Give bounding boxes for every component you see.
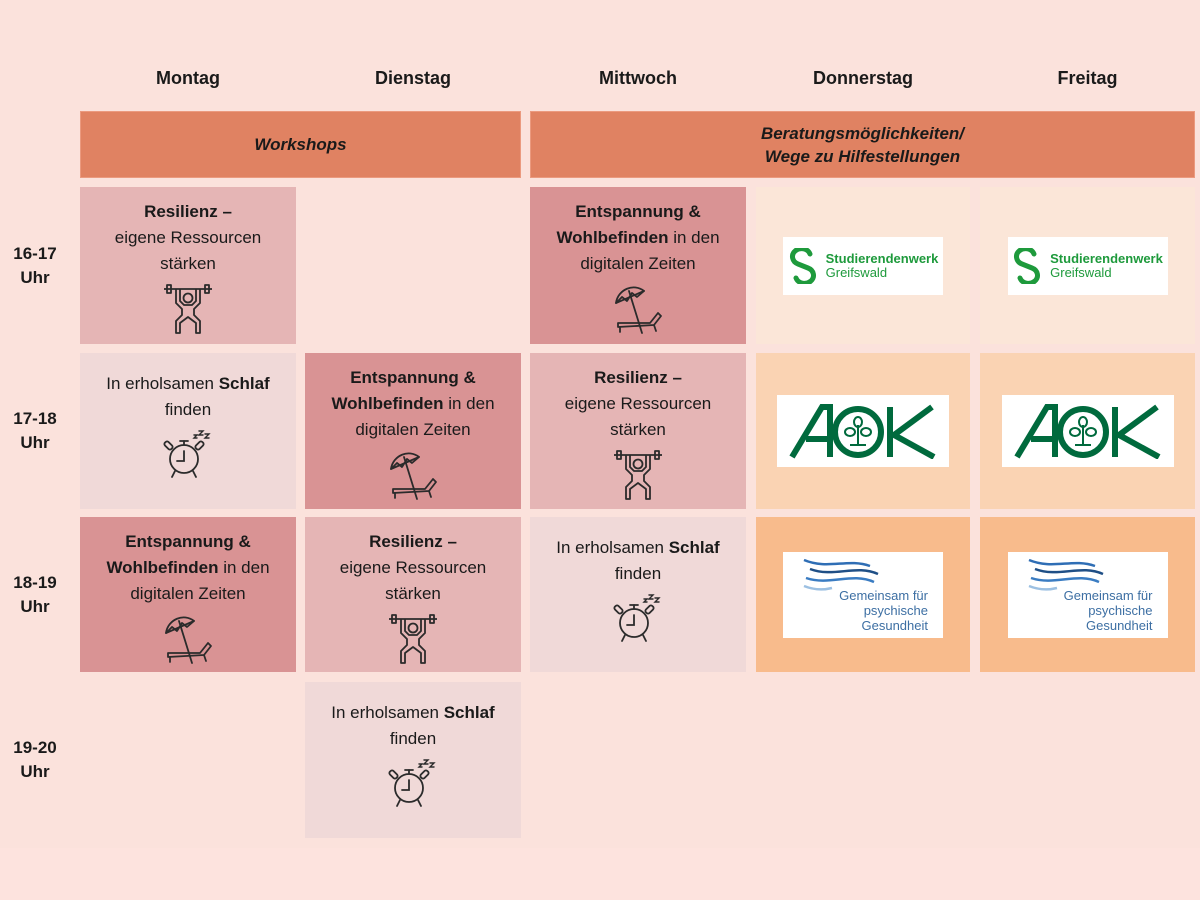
day-header-freitag: Freitag — [1057, 68, 1118, 88]
aok-logo-icon — [789, 404, 936, 459]
studierendenwerk-city: Greifswald — [1050, 264, 1112, 280]
time-label-16-17: 16-17 Uhr — [0, 242, 70, 290]
beratung-band-line2: Wege zu Hilfestellungen — [764, 146, 961, 166]
beach-umbrella-lounger-icon — [615, 286, 662, 334]
day-header-montag: Montag — [156, 68, 220, 88]
gfp-text: Gemeinsam für psychische Gesundheit — [798, 588, 928, 633]
workshops-band-label: Workshops — [254, 135, 347, 154]
aok-logo-icon — [1013, 404, 1160, 459]
partner-cell-aok-donnerstag — [756, 353, 970, 509]
studierendenwerk-logo: Studierendenwerk Greifswald — [1007, 236, 1168, 295]
partner-cell-studierendenwerk-freitag: Studierendenwerk Greifswald — [980, 187, 1195, 344]
workshop-subtitle: digitalen Zeiten — [580, 254, 696, 273]
weightlifter-icon — [389, 614, 437, 664]
beach-umbrella-lounger-icon — [390, 452, 437, 500]
workshop-subtitle-2: stärken — [160, 254, 216, 273]
day-header-dienstag: Dienstag — [374, 68, 452, 88]
workshop-title: In erholsamen Schlaf — [331, 703, 495, 722]
partner-cell-studierendenwerk-donnerstag: Studierendenwerk Greifswald — [756, 187, 970, 344]
time-label-19-20: 19-20 Uhr — [0, 736, 70, 784]
workshops-band: Workshops — [80, 111, 521, 178]
beratung-band: Beratungsmöglichkeiten/ Wege zu Hilfeste… — [530, 111, 1195, 178]
studierendenwerk-city: Greifswald — [825, 264, 888, 280]
workshop-title: In erholsamen Schlaf — [556, 538, 720, 557]
workshop-subtitle: finden — [164, 400, 212, 419]
alarm-clock-sleep-icon — [388, 759, 436, 807]
workshop-cell-resilienz-montag: Resilienz – eigene Ressourcen stärken — [80, 187, 296, 344]
time-range: 18-19 — [13, 573, 57, 592]
time-range: 16-17 — [13, 244, 57, 263]
studierendenwerk-name: Studierendenwerk — [825, 250, 939, 266]
time-range: 17-18 — [13, 409, 57, 428]
day-header-mittwoch: Mittwoch — [599, 68, 677, 88]
aok-logo — [1001, 395, 1174, 467]
workshop-title-2: Wohlbefinden in den — [106, 558, 270, 577]
alarm-clock-sleep-icon — [163, 430, 211, 478]
gfp-text: Gemeinsam für psychische Gesundheit — [1023, 588, 1153, 633]
day-header-donnerstag: Donnerstag — [812, 68, 913, 88]
workshop-subtitle: digitalen Zeiten — [130, 584, 246, 603]
studierendenwerk-logo: Studierendenwerk Greifswald — [783, 236, 943, 295]
workshop-title: Resilienz – — [144, 202, 232, 221]
weightlifter-icon — [614, 450, 662, 500]
gfp-line2: psychische Gesundheit — [1086, 603, 1153, 633]
workshop-subtitle: eigene Ressourcen — [339, 558, 487, 577]
waves-icon — [803, 558, 879, 591]
studierendenwerk-s-icon — [1014, 247, 1041, 284]
workshop-title-2: Wohlbefinden in den — [556, 228, 720, 247]
workshop-title: In erholsamen Schlaf — [106, 374, 270, 393]
aok-logo — [777, 395, 949, 467]
time-unit: Uhr — [20, 268, 50, 287]
beach-umbrella-lounger-icon — [165, 616, 212, 664]
workshop-subtitle: digitalen Zeiten — [355, 420, 471, 439]
weightlifter-icon — [164, 284, 212, 334]
partner-cell-gfp-freitag: Gemeinsam für psychische Gesundheit — [980, 517, 1195, 672]
partner-cell-aok-freitag — [980, 353, 1195, 509]
workshop-subtitle-2: stärken — [610, 420, 666, 439]
gfp-line1: Gemeinsam für — [1063, 588, 1153, 603]
workshop-title: Entspannung & — [125, 532, 251, 551]
workshop-cell-schlaf-mittwoch: In erholsamen Schlaf finden — [530, 517, 746, 672]
workshop-cell-entspannung-montag: Entspannung & Wohlbefinden in den digita… — [80, 517, 296, 672]
workshop-title-2: Wohlbefinden in den — [331, 394, 495, 413]
beratung-band-line1: Beratungsmöglichkeiten/ — [760, 123, 965, 143]
workshop-cell-entspannung-dienstag: Entspannung & Wohlbefinden in den digita… — [305, 353, 521, 509]
workshop-subtitle-2: stärken — [385, 584, 441, 603]
workshop-subtitle: finden — [614, 564, 662, 583]
workshop-cell-resilienz-dienstag: Resilienz – eigene Ressourcen stärken — [305, 517, 521, 672]
workshop-subtitle: finden — [389, 729, 437, 748]
partner-cell-gfp-donnerstag: Gemeinsam für psychische Gesundheit — [756, 517, 970, 672]
time-unit: Uhr — [20, 762, 50, 781]
workshop-title: Entspannung & — [350, 368, 476, 387]
time-label-17-18: 17-18 Uhr — [0, 407, 70, 455]
waves-icon — [1028, 558, 1104, 591]
workshop-cell-entspannung-mittwoch: Entspannung & Wohlbefinden in den digita… — [530, 187, 746, 344]
workshop-title: Resilienz – — [369, 532, 457, 551]
time-range: 19-20 — [13, 738, 57, 757]
schedule-slide: Montag Dienstag Mittwoch Donnerstag Frei… — [0, 68, 1195, 838]
gemeinsam-psychische-gesundheit-logo: Gemeinsam für psychische Gesundheit — [783, 551, 943, 638]
gemeinsam-psychische-gesundheit-logo: Gemeinsam für psychische Gesundheit — [1007, 551, 1168, 638]
studierendenwerk-s-icon — [789, 247, 816, 284]
workshop-title: Resilienz – — [594, 368, 682, 387]
studierendenwerk-text: Studierendenwerk Greifswald — [825, 250, 939, 280]
workshop-cell-schlaf-dienstag: In erholsamen Schlaf finden — [305, 682, 521, 838]
studierendenwerk-text: Studierendenwerk Greifswald — [1050, 250, 1163, 280]
time-unit: Uhr — [20, 597, 50, 616]
time-label-18-19: 18-19 Uhr — [0, 571, 70, 619]
gfp-line2: psychische Gesundheit — [861, 603, 929, 633]
gfp-line1: Gemeinsam für — [839, 588, 928, 603]
time-unit: Uhr — [20, 433, 50, 452]
workshop-subtitle: eigene Ressourcen — [114, 228, 262, 247]
alarm-clock-sleep-icon — [613, 594, 661, 642]
workshop-cell-schlaf-montag: In erholsamen Schlaf finden — [80, 353, 296, 509]
workshop-cell-resilienz-mittwoch: Resilienz – eigene Ressourcen stärken — [530, 353, 746, 509]
workshop-title: Entspannung & — [575, 202, 701, 221]
studierendenwerk-name: Studierendenwerk — [1050, 250, 1163, 266]
workshop-subtitle: eigene Ressourcen — [564, 394, 712, 413]
